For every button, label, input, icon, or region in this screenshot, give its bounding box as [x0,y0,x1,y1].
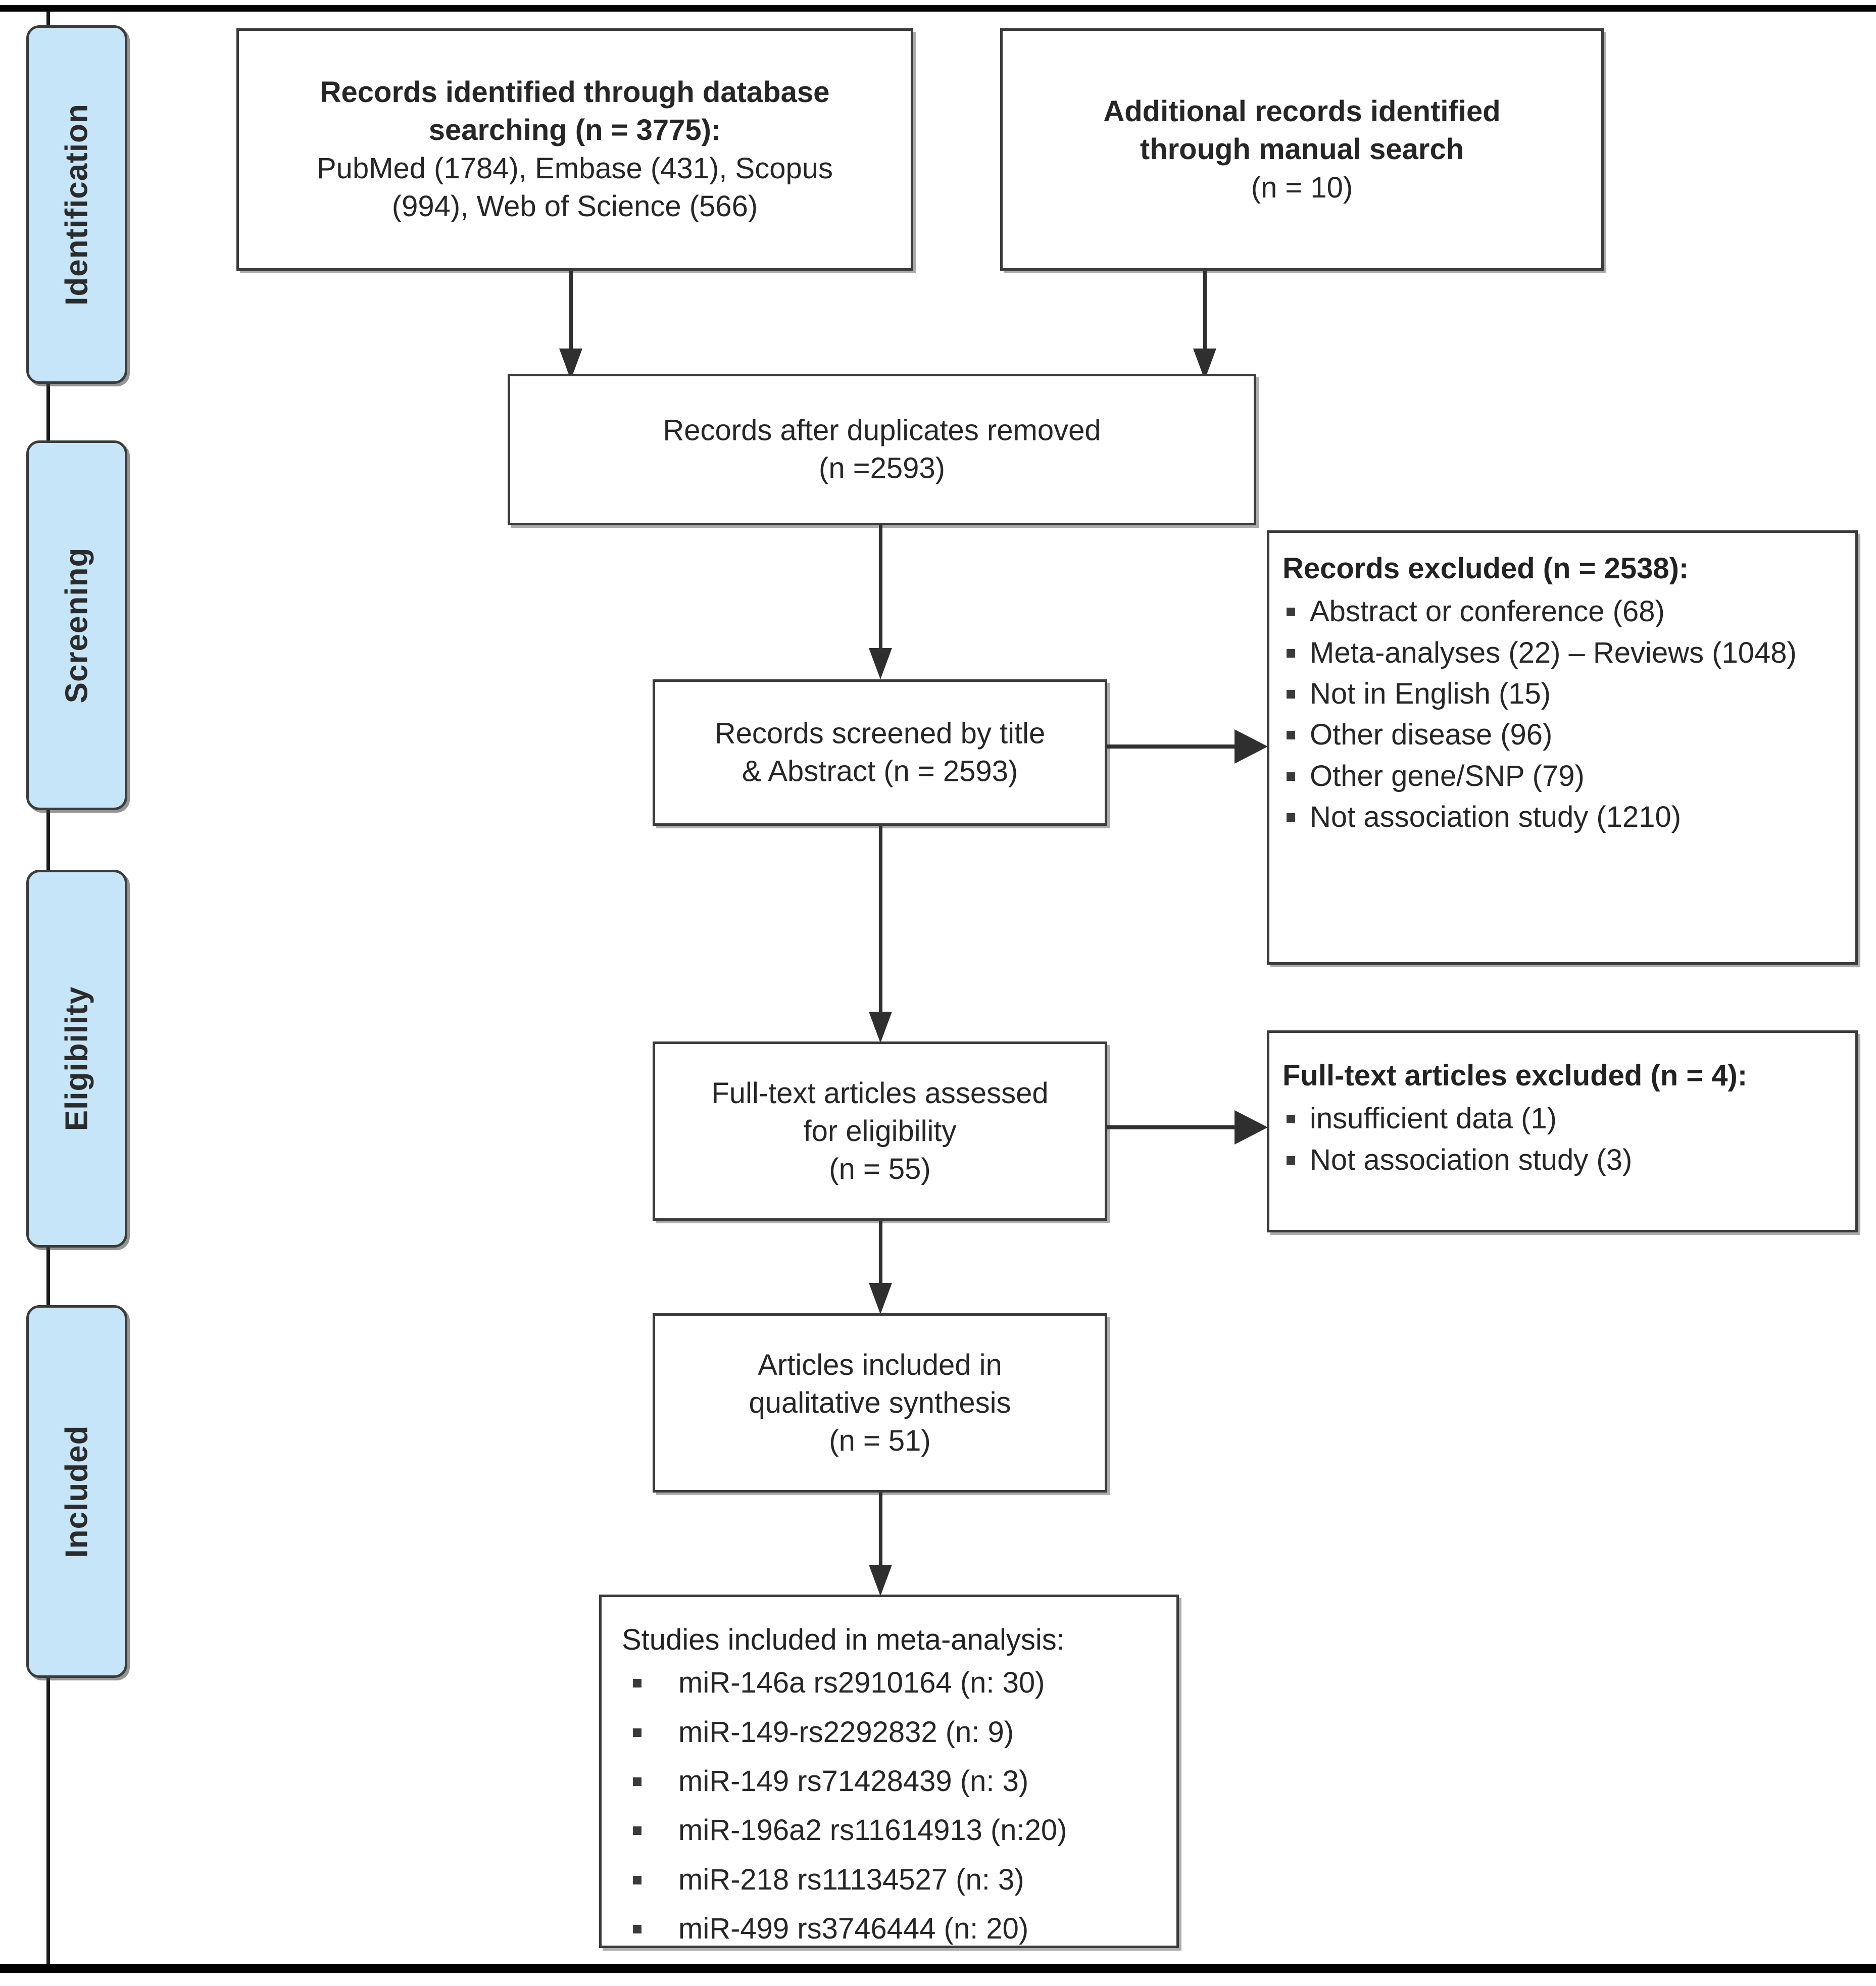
page-bottom-rule [0,1964,1876,1973]
records-excluded-list: Abstract or conference (68) Meta-analyse… [1282,592,1842,836]
stage-identification: Identification [26,25,127,384]
box-records-screened: Records screened by title & Abstract (n … [653,679,1107,826]
qualitative-synthesis-line3: (n = 51) [829,1424,931,1458]
fulltext-excluded-heading: Full-text articles excluded (n = 4): [1282,1059,1748,1092]
stage-included: Included [26,1305,127,1678]
arrowhead-screened-to-excluded [1235,729,1268,764]
list-item: miR-149 rs71428439 (n: 3) [622,1762,1163,1800]
box-fulltext-excluded: Full-text articles excluded (n = 4): ins… [1267,1030,1858,1232]
stage-identification-label: Identification [59,104,94,306]
database-search-line4: (994), Web of Science (566) [391,190,758,223]
list-item: Not association study (1210) [1282,798,1842,836]
connector-fulltext-to-excluded [1107,1125,1239,1129]
arrowhead-qualitative-to-meta [869,1565,892,1596]
connector-screened-to-fulltext [879,826,882,1015]
box-database-search: Records identified through database sear… [236,28,913,271]
database-search-line3: PubMed (1784), Embase (431), Scopus [317,152,833,185]
list-item: miR-149-rs2292832 (n: 9) [622,1713,1163,1751]
connector-database-to-duplicates [569,271,573,352]
meta-analysis-list: miR-146a rs2910164 (n: 30) miR-149-rs229… [622,1664,1163,1948]
manual-search-line1: Additional records identified [1103,94,1501,128]
connector-manual-to-duplicates [1203,271,1207,352]
list-item: Other gene/SNP (79) [1282,757,1842,795]
fulltext-assessed-line1: Full-text articles assessed [711,1076,1049,1110]
database-search-line2: searching (n = 3775): [428,114,721,147]
meta-analysis-heading: Studies included in meta-analysis: [622,1623,1065,1656]
qualitative-synthesis-line1: Articles included in [758,1348,1002,1381]
stage-eligibility-label: Eligibility [59,986,94,1131]
box-manual-search: Additional records identified through ma… [1000,28,1604,271]
manual-search-line3: (n = 10) [1251,171,1353,204]
list-item: Not association study (3) [1282,1141,1842,1179]
records-excluded-heading: Records excluded (n = 2538): [1282,552,1689,585]
box-duplicates-removed: Records after duplicates removed (n =259… [508,374,1256,525]
list-item: Not in English (15) [1282,675,1842,713]
list-item: miR-196a2 rs11614913 (n:20) [622,1811,1163,1849]
duplicates-removed-line1: Records after duplicates removed [663,414,1101,447]
records-screened-line2: & Abstract (n = 2593) [742,755,1018,788]
stage-eligibility: Eligibility [26,870,127,1248]
manual-search-line2: through manual search [1140,133,1464,166]
fulltext-excluded-list: insufficient data (1) Not association st… [1282,1100,1842,1179]
box-records-excluded: Records excluded (n = 2538): Abstract or… [1267,530,1858,965]
list-item: Meta-analyses (22) – Reviews (1048) [1282,634,1842,672]
fulltext-assessed-line2: for eligibility [803,1114,957,1148]
fulltext-assessed-line3: (n = 55) [829,1153,931,1186]
connector-fulltext-to-qualitative [879,1221,882,1286]
stage-included-label: Included [59,1425,94,1558]
qualitative-synthesis-line2: qualitative synthesis [749,1386,1011,1419]
arrowhead-fulltext-to-excluded [1235,1110,1268,1145]
page-top-rule [0,5,1876,12]
list-item: miR-218 rs11134527 (n: 3) [622,1861,1163,1899]
arrowhead-fulltext-to-qualitative [869,1283,892,1314]
connector-qualitative-to-meta [879,1493,882,1566]
arrowhead-duplicates-to-screened [869,648,892,679]
arrowhead-screened-to-fulltext [869,1012,892,1043]
list-item: Abstract or conference (68) [1282,592,1842,630]
stage-screening-label: Screening [59,547,94,704]
list-item: miR-146a rs2910164 (n: 30) [622,1664,1163,1702]
database-search-line1: Records identified through database [320,76,830,109]
stage-screening: Screening [26,440,127,810]
box-fulltext-assessed: Full-text articles assessed for eligibil… [653,1041,1107,1221]
list-item: insufficient data (1) [1282,1100,1842,1137]
box-qualitative-synthesis: Articles included in qualitative synthes… [653,1313,1107,1493]
connector-screened-to-excluded [1107,744,1239,749]
list-item: miR-499 rs3746444 (n: 20) [622,1910,1163,1948]
box-meta-analysis: Studies included in meta-analysis: miR-1… [599,1595,1179,1948]
duplicates-removed-line2: (n =2593) [819,452,945,485]
records-screened-line1: Records screened by title [714,717,1046,750]
connector-duplicates-to-screened [879,525,882,652]
list-item: Other disease (96) [1282,716,1842,754]
